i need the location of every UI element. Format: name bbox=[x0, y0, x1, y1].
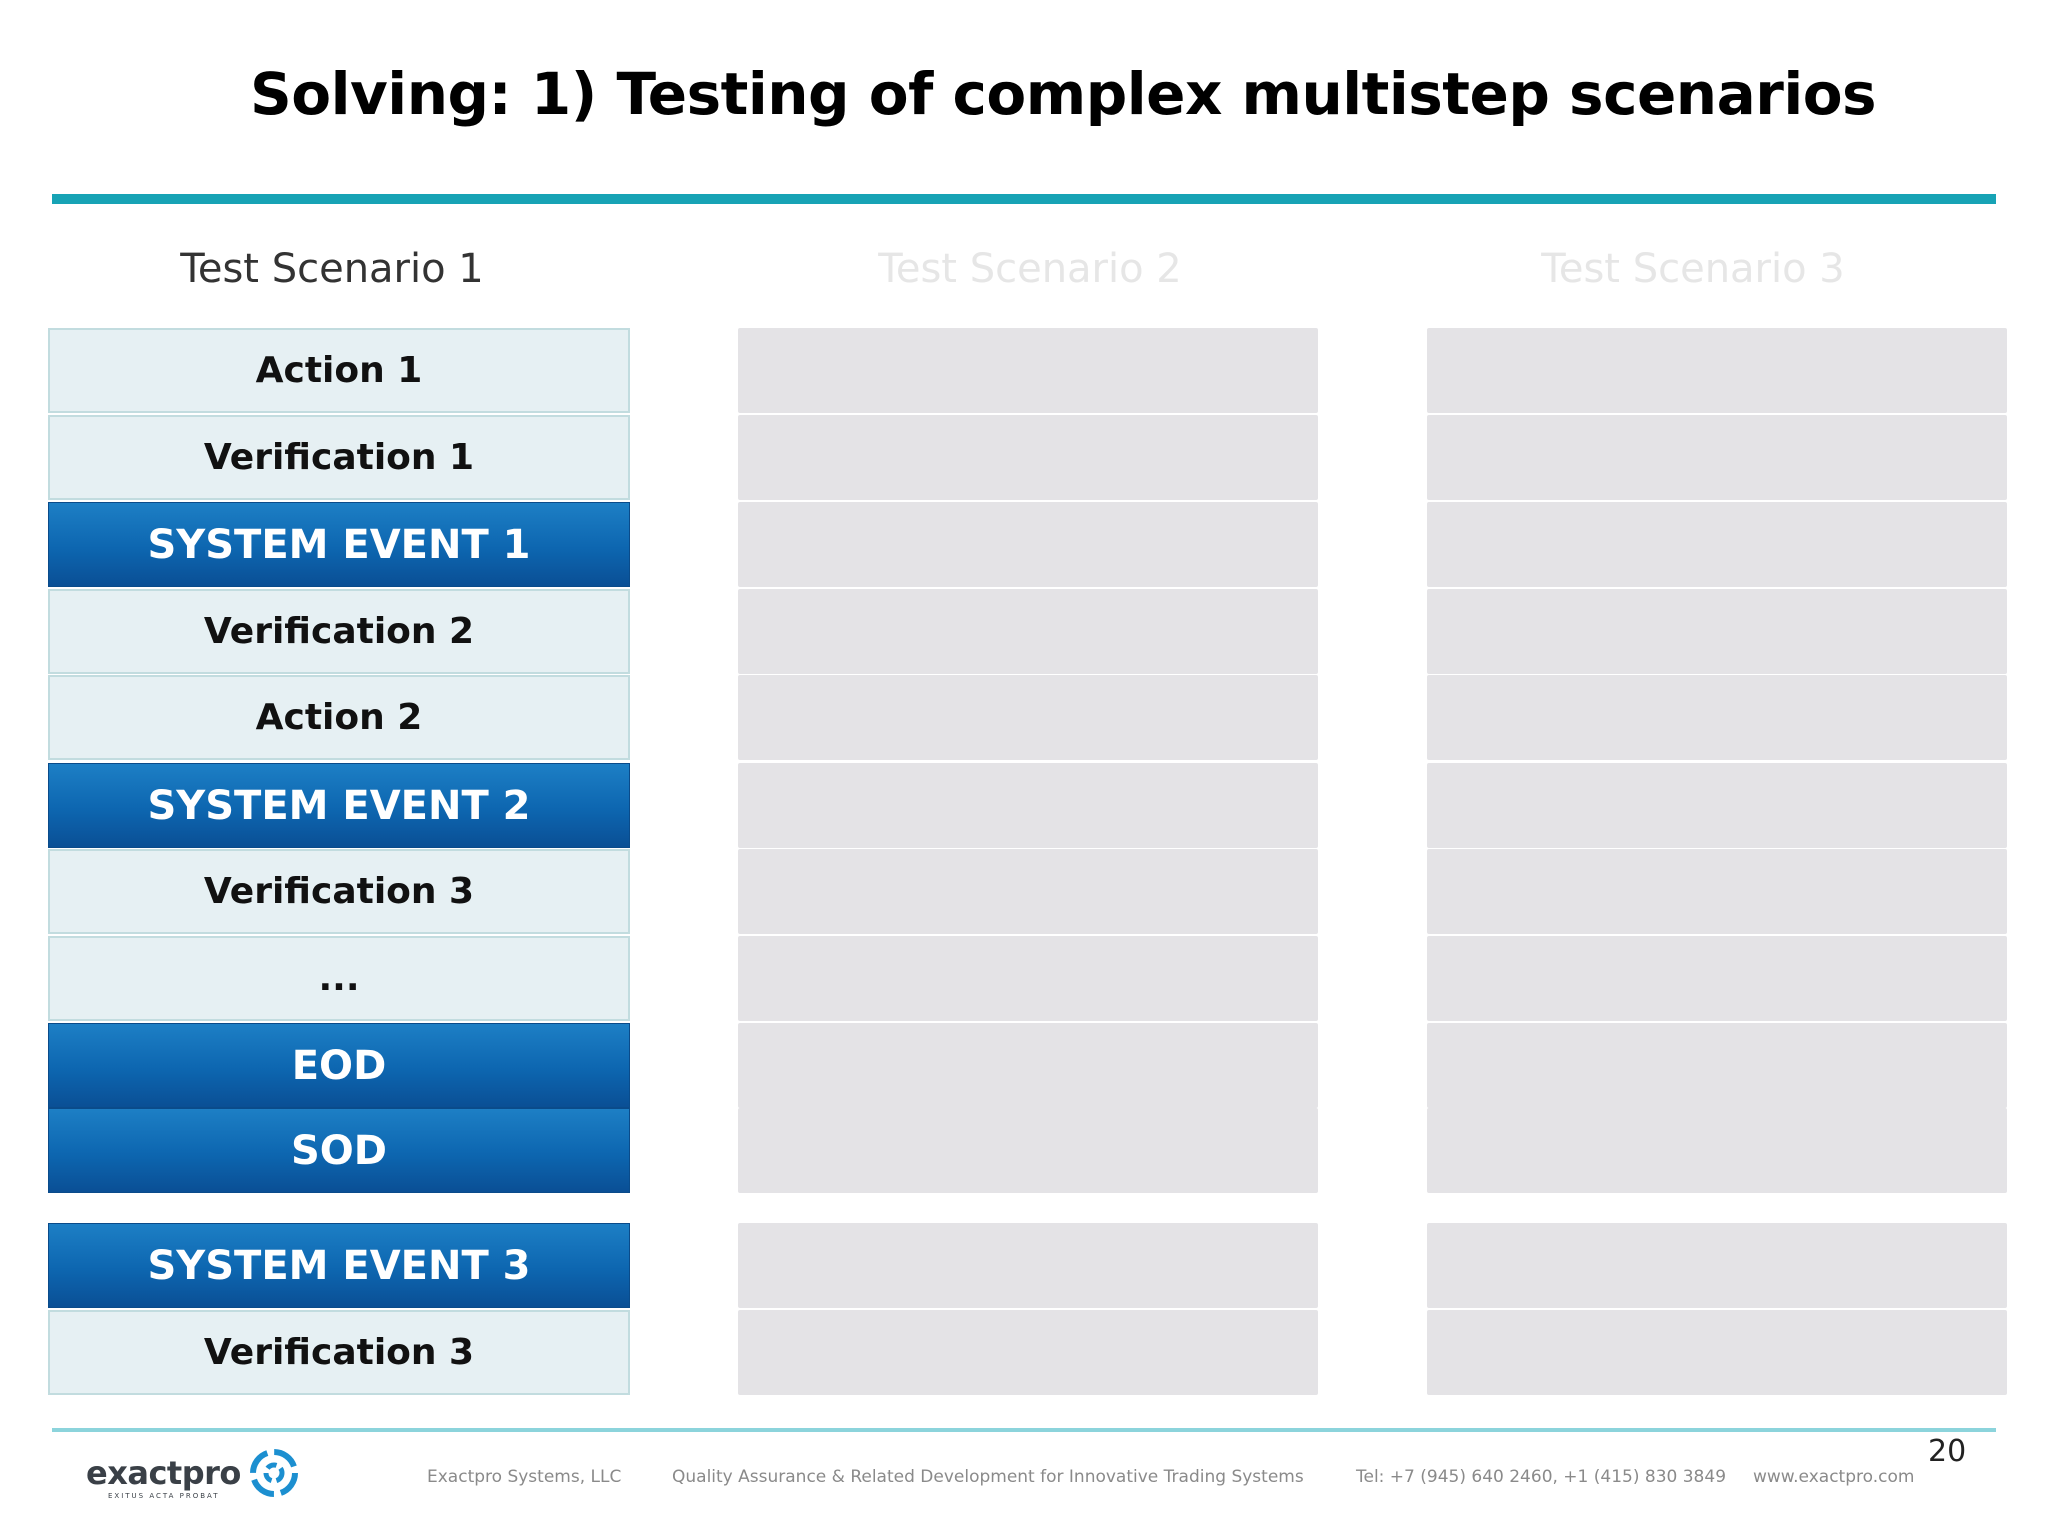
scenario-2-placeholder bbox=[738, 1108, 1318, 1193]
scenario-3-placeholder bbox=[1427, 328, 2007, 413]
page-number: 20 bbox=[1928, 1434, 1967, 1469]
scenario-system-event-sod: SOD bbox=[48, 1108, 630, 1193]
scenario-step-verification-3: Verification 3 bbox=[48, 849, 630, 934]
scenario-2-placeholder bbox=[738, 675, 1318, 760]
scenario-2-placeholder bbox=[738, 763, 1318, 848]
scenario-3-placeholder bbox=[1427, 1108, 2007, 1193]
scenario-3-placeholder bbox=[1427, 849, 2007, 934]
footer-website: www.exactpro.com bbox=[1753, 1467, 1915, 1487]
exactpro-swirl-icon bbox=[249, 1449, 298, 1497]
scenario-2-placeholder bbox=[738, 502, 1318, 587]
scenario-step-action-2: Action 2 bbox=[48, 675, 630, 760]
logo-wordmark: exactpro bbox=[86, 1454, 241, 1492]
scenario-system-event-3: SYSTEM EVENT 3 bbox=[48, 1223, 630, 1308]
footer-phone: Tel: +7 (945) 640 2460, +1 (415) 830 384… bbox=[1356, 1467, 1727, 1487]
scenario-3-placeholder bbox=[1427, 675, 2007, 760]
slide-title: Solving: 1) Testing of complex multistep… bbox=[250, 60, 1877, 128]
scenario-system-event-eod: EOD bbox=[48, 1023, 630, 1108]
scenario-system-event-2: SYSTEM EVENT 2 bbox=[48, 763, 630, 848]
scenario-2-placeholder bbox=[738, 1223, 1318, 1308]
scenario-step-ellipsis: ... bbox=[48, 936, 630, 1021]
logo-tagline: EXITUS ACTA PROBAT bbox=[108, 1492, 220, 1500]
scenario-3-placeholder bbox=[1427, 763, 2007, 848]
scenario-3-placeholder bbox=[1427, 589, 2007, 674]
scenario-3-placeholder bbox=[1427, 1310, 2007, 1395]
scenario-3-placeholder bbox=[1427, 1023, 2007, 1108]
scenario-step-verification-2: Verification 2 bbox=[48, 589, 630, 674]
scenario-system-event-1: SYSTEM EVENT 1 bbox=[48, 502, 630, 587]
scenario-2-placeholder bbox=[738, 1310, 1318, 1395]
column-header-scenario-3: Test Scenario 3 bbox=[1541, 246, 1845, 292]
scenario-2-placeholder bbox=[738, 589, 1318, 674]
scenario-step-verification-3b: Verification 3 bbox=[48, 1310, 630, 1395]
scenario-2-placeholder bbox=[738, 936, 1318, 1021]
company-logo: exactpro EXITUS ACTA PROBAT bbox=[86, 1448, 299, 1500]
scenario-3-placeholder bbox=[1427, 415, 2007, 500]
column-header-scenario-2: Test Scenario 2 bbox=[878, 246, 1182, 292]
scenario-2-placeholder bbox=[738, 415, 1318, 500]
footer-company: Exactpro Systems, LLC bbox=[427, 1467, 622, 1487]
scenario-step-action-1: Action 1 bbox=[48, 328, 630, 413]
scenario-3-placeholder bbox=[1427, 936, 2007, 1021]
title-divider bbox=[52, 194, 1996, 204]
column-header-scenario-1: Test Scenario 1 bbox=[180, 246, 484, 292]
scenario-3-placeholder bbox=[1427, 1223, 2007, 1308]
scenario-2-placeholder bbox=[738, 328, 1318, 413]
footer-tagline: Quality Assurance & Related Development … bbox=[672, 1467, 1304, 1487]
footer-divider bbox=[52, 1428, 1996, 1432]
scenario-3-placeholder bbox=[1427, 502, 2007, 587]
scenario-2-placeholder bbox=[738, 849, 1318, 934]
scenario-step-verification-1: Verification 1 bbox=[48, 415, 630, 500]
scenario-2-placeholder bbox=[738, 1023, 1318, 1108]
